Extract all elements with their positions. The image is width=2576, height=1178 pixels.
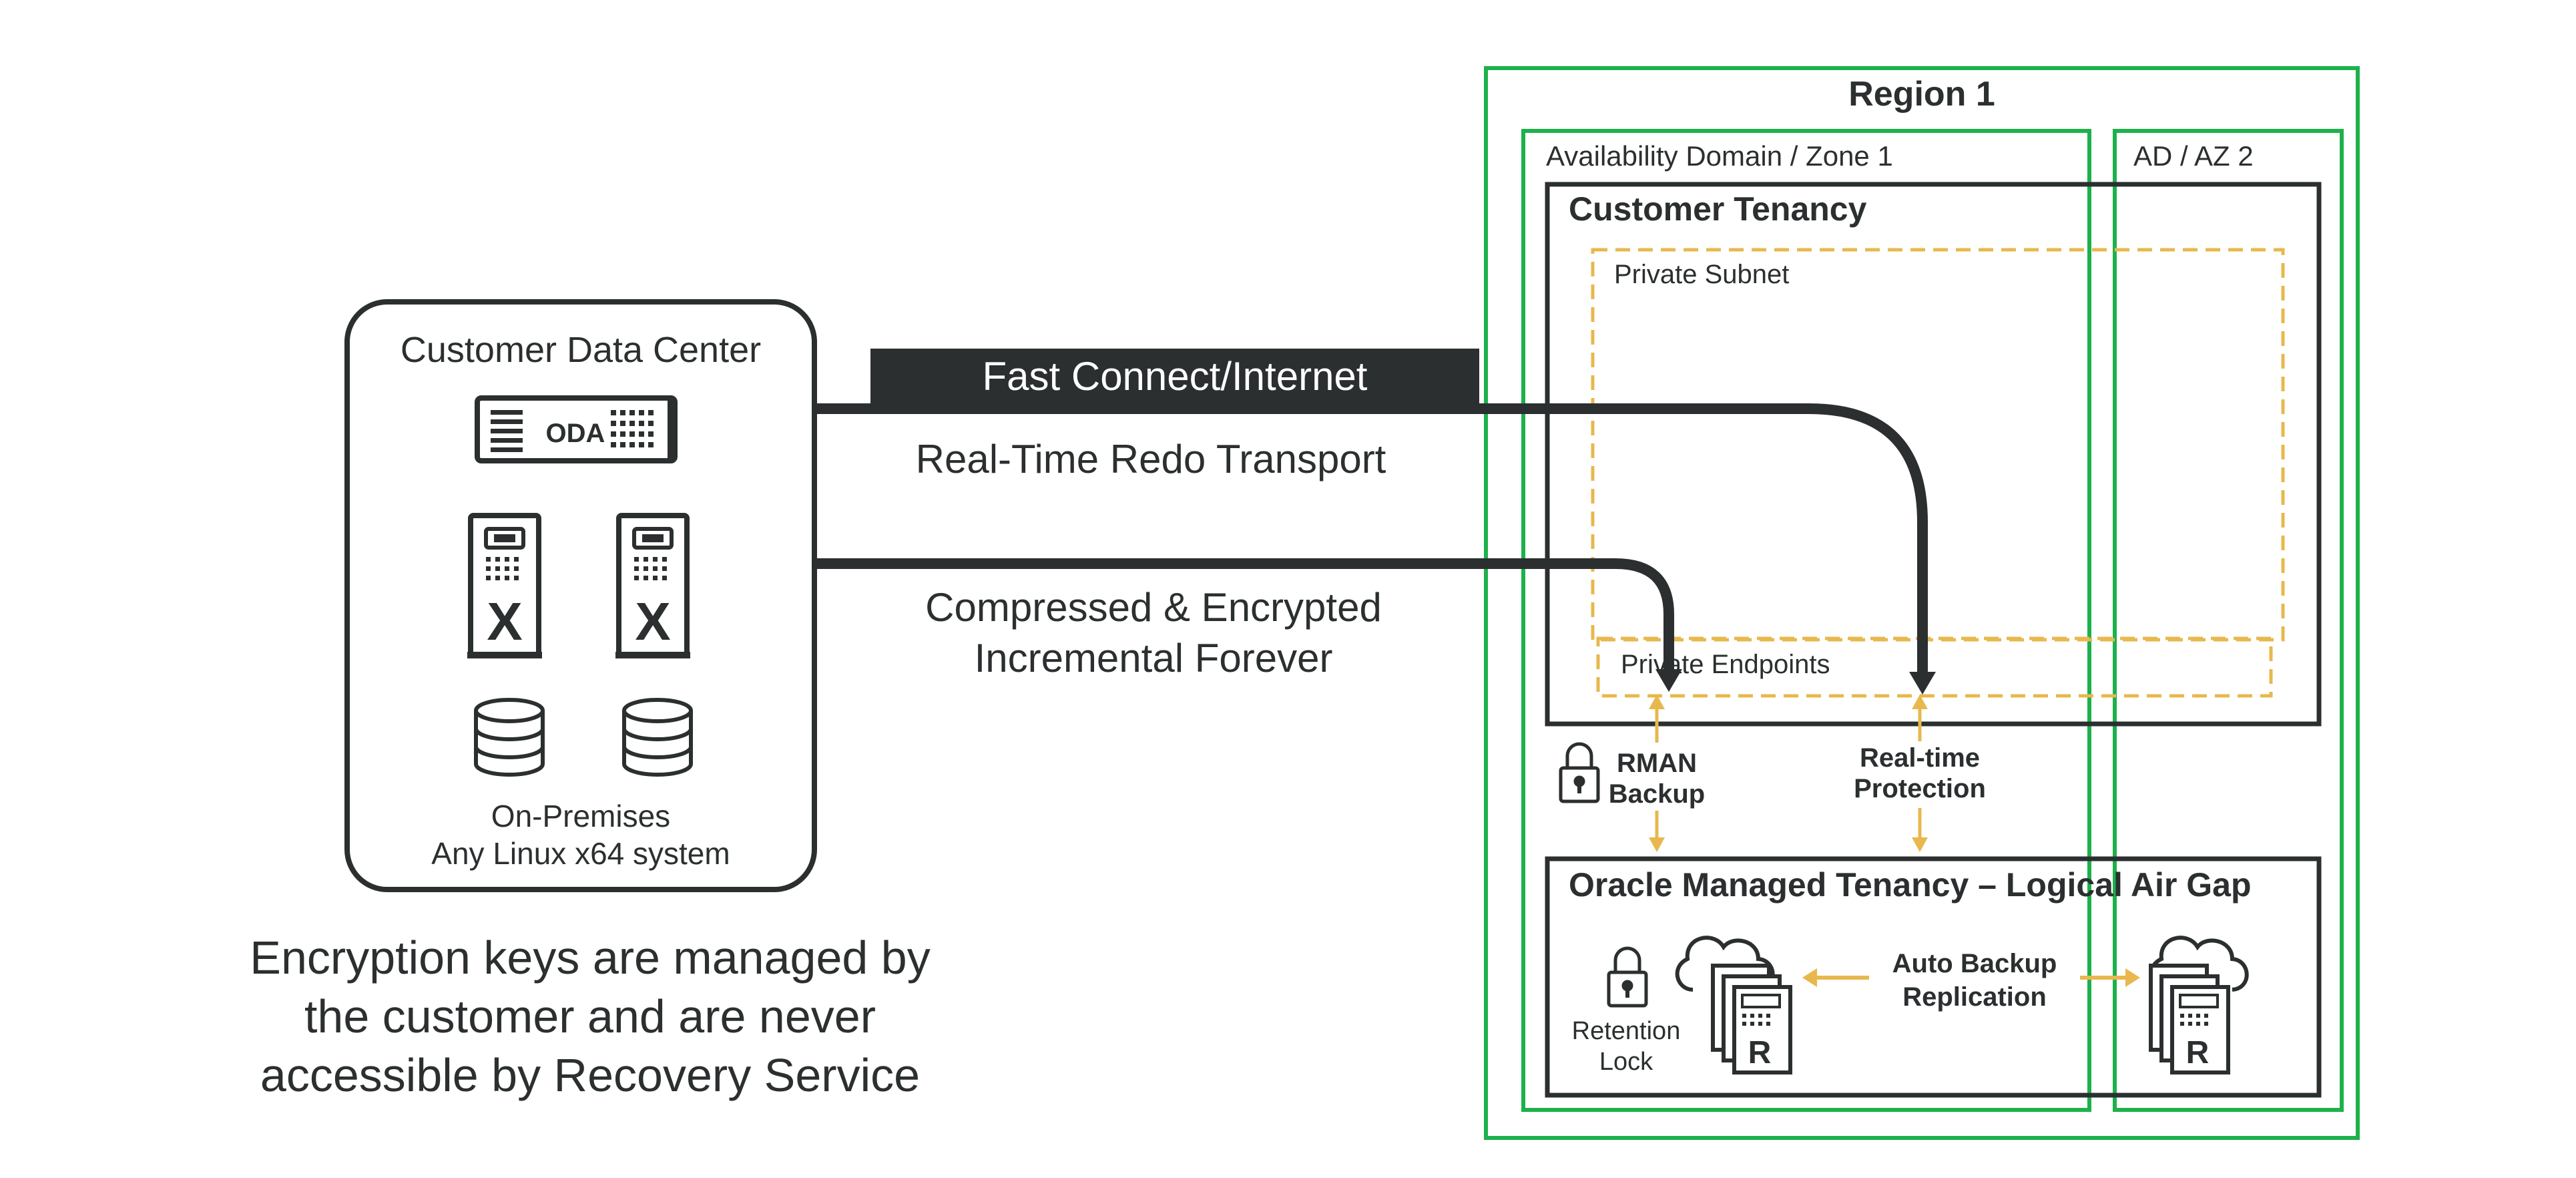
redo-arrowhead bbox=[1909, 672, 1936, 695]
footnote-line-2: the customer and are never bbox=[304, 990, 876, 1042]
database-icon bbox=[622, 698, 693, 777]
real-time-protection-arrow bbox=[1842, 695, 1997, 852]
recovery-service-icon: R bbox=[1675, 936, 1792, 1074]
recovery-glyph-2: R bbox=[2186, 1035, 2210, 1070]
availability-zone-2 bbox=[2113, 129, 2344, 1112]
backup-line bbox=[814, 558, 1674, 670]
oracle-tenancy-title: Oracle Managed Tenancy – Logical Air Gap bbox=[1569, 866, 2252, 904]
lock-icon bbox=[1559, 742, 1600, 803]
customer-data-center: Customer Data Center ODA bbox=[344, 299, 817, 892]
datacenter-caption-2: Any Linux x64 system bbox=[431, 836, 730, 871]
recovery-service-icon: R bbox=[2149, 936, 2249, 1074]
availability-zone-1 bbox=[1521, 129, 2091, 1112]
footnote-line-3: accessible by Recovery Service bbox=[260, 1049, 920, 1101]
exadata-server-icon: X bbox=[467, 513, 542, 658]
oda-label: ODA bbox=[546, 419, 605, 448]
exadata-glyph-2: X bbox=[635, 592, 670, 651]
rman-label-2: Backup bbox=[1609, 779, 1706, 809]
retention-label-2: Lock bbox=[1599, 1048, 1653, 1076]
database-icon bbox=[474, 698, 545, 777]
backup-arrowhead bbox=[1655, 669, 1682, 692]
private-subnet bbox=[1591, 248, 2285, 642]
replication-label-1: Auto Backup bbox=[1892, 949, 2057, 978]
fast-connect-banner: Fast Connect/Internet bbox=[870, 349, 1479, 407]
private-endpoints bbox=[1596, 636, 2273, 698]
zone2-label: AD / AZ 2 bbox=[2133, 140, 2254, 172]
realtime-label-2: Protection bbox=[1854, 774, 1986, 803]
rman-label-1: RMAN bbox=[1617, 749, 1697, 778]
exadata-glyph-1: X bbox=[487, 592, 522, 651]
datacenter-caption-1: On-Premises bbox=[491, 799, 670, 833]
replication-label-2: Replication bbox=[1902, 982, 2047, 1012]
redo-label: Real-Time Redo Transport bbox=[916, 437, 1386, 481]
customer-tenancy-title: Customer Tenancy bbox=[1569, 190, 1867, 228]
zone1-label: Availability Domain / Zone 1 bbox=[1546, 140, 1893, 172]
realtime-label-1: Real-time bbox=[1860, 743, 1980, 773]
redo-transport-line bbox=[814, 403, 1928, 674]
replication-arrows bbox=[1802, 968, 2140, 987]
recovery-glyph-1: R bbox=[1748, 1035, 1772, 1070]
customer-tenancy bbox=[1545, 182, 2322, 727]
private-subnet-label: Private Subnet bbox=[1614, 260, 1789, 289]
private-endpoints-label: Private Endpoints bbox=[1621, 650, 1830, 679]
oda-appliance-icon: ODA bbox=[475, 395, 678, 463]
fast-connect-label: Fast Connect/Internet bbox=[983, 354, 1368, 399]
lock-icon bbox=[1607, 946, 1648, 1008]
exadata-server-icon: X bbox=[615, 513, 690, 658]
backup-label-2: Incremental Forever bbox=[975, 636, 1333, 680]
backup-label-1: Compressed & Encrypted bbox=[925, 585, 1382, 630]
region-title: Region 1 bbox=[1848, 75, 1995, 114]
rman-backup-arrow bbox=[1602, 695, 1716, 852]
retention-label-1: Retention bbox=[1572, 1017, 1681, 1045]
encryption-footnote: Encryption keys are managed by the custo… bbox=[250, 932, 930, 1101]
region-1: Region 1 Availability Domain / Zone 1 AD… bbox=[1484, 66, 2360, 1140]
oracle-managed-tenancy bbox=[1545, 856, 2322, 1098]
datacenter-title: Customer Data Center bbox=[401, 330, 761, 370]
footnote-line-1: Encryption keys are managed by bbox=[250, 932, 930, 984]
